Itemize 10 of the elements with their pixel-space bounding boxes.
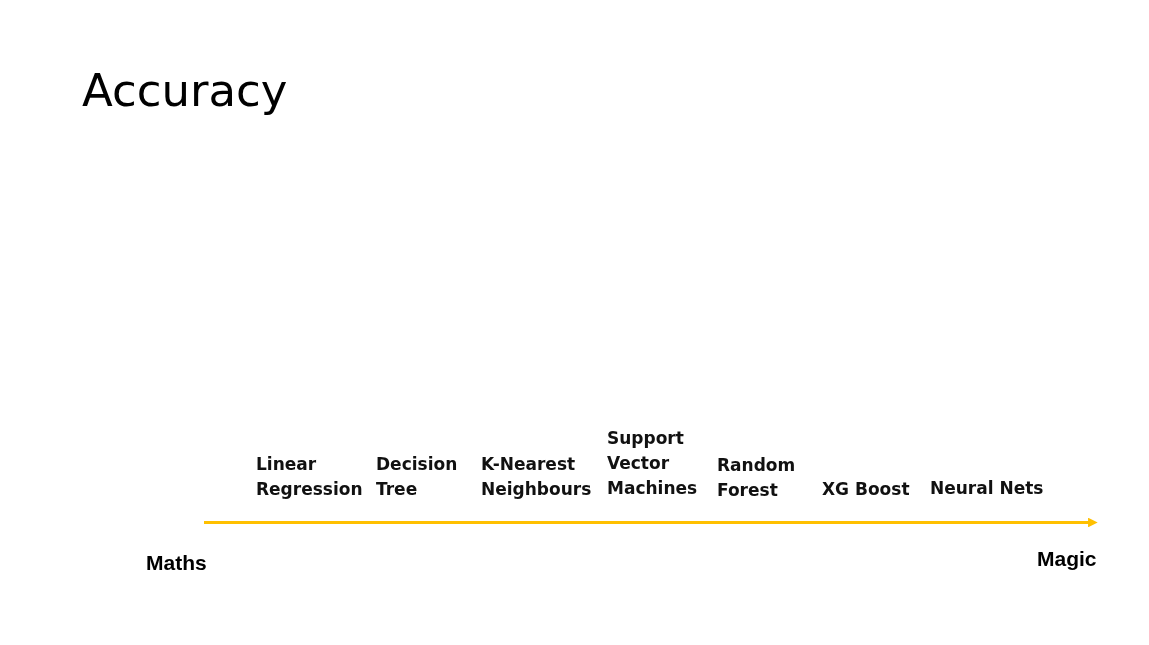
algorithm-label: XG Boost xyxy=(822,478,910,501)
algorithm-label: Decision Tree xyxy=(376,453,459,501)
slide-title: Accuracy xyxy=(82,66,288,116)
axis-end-label: Magic xyxy=(1037,545,1097,571)
axis-end-label: Maths xyxy=(146,549,207,575)
algorithm-label: Random Forest xyxy=(717,454,797,502)
algorithm-label: Neural Nets xyxy=(930,477,1044,500)
algorithm-label: K-Nearest Neighbours xyxy=(481,453,593,501)
algorithm-label: Support Vector Machines xyxy=(607,427,699,500)
algorithm-label: Linear Regression xyxy=(256,453,364,501)
